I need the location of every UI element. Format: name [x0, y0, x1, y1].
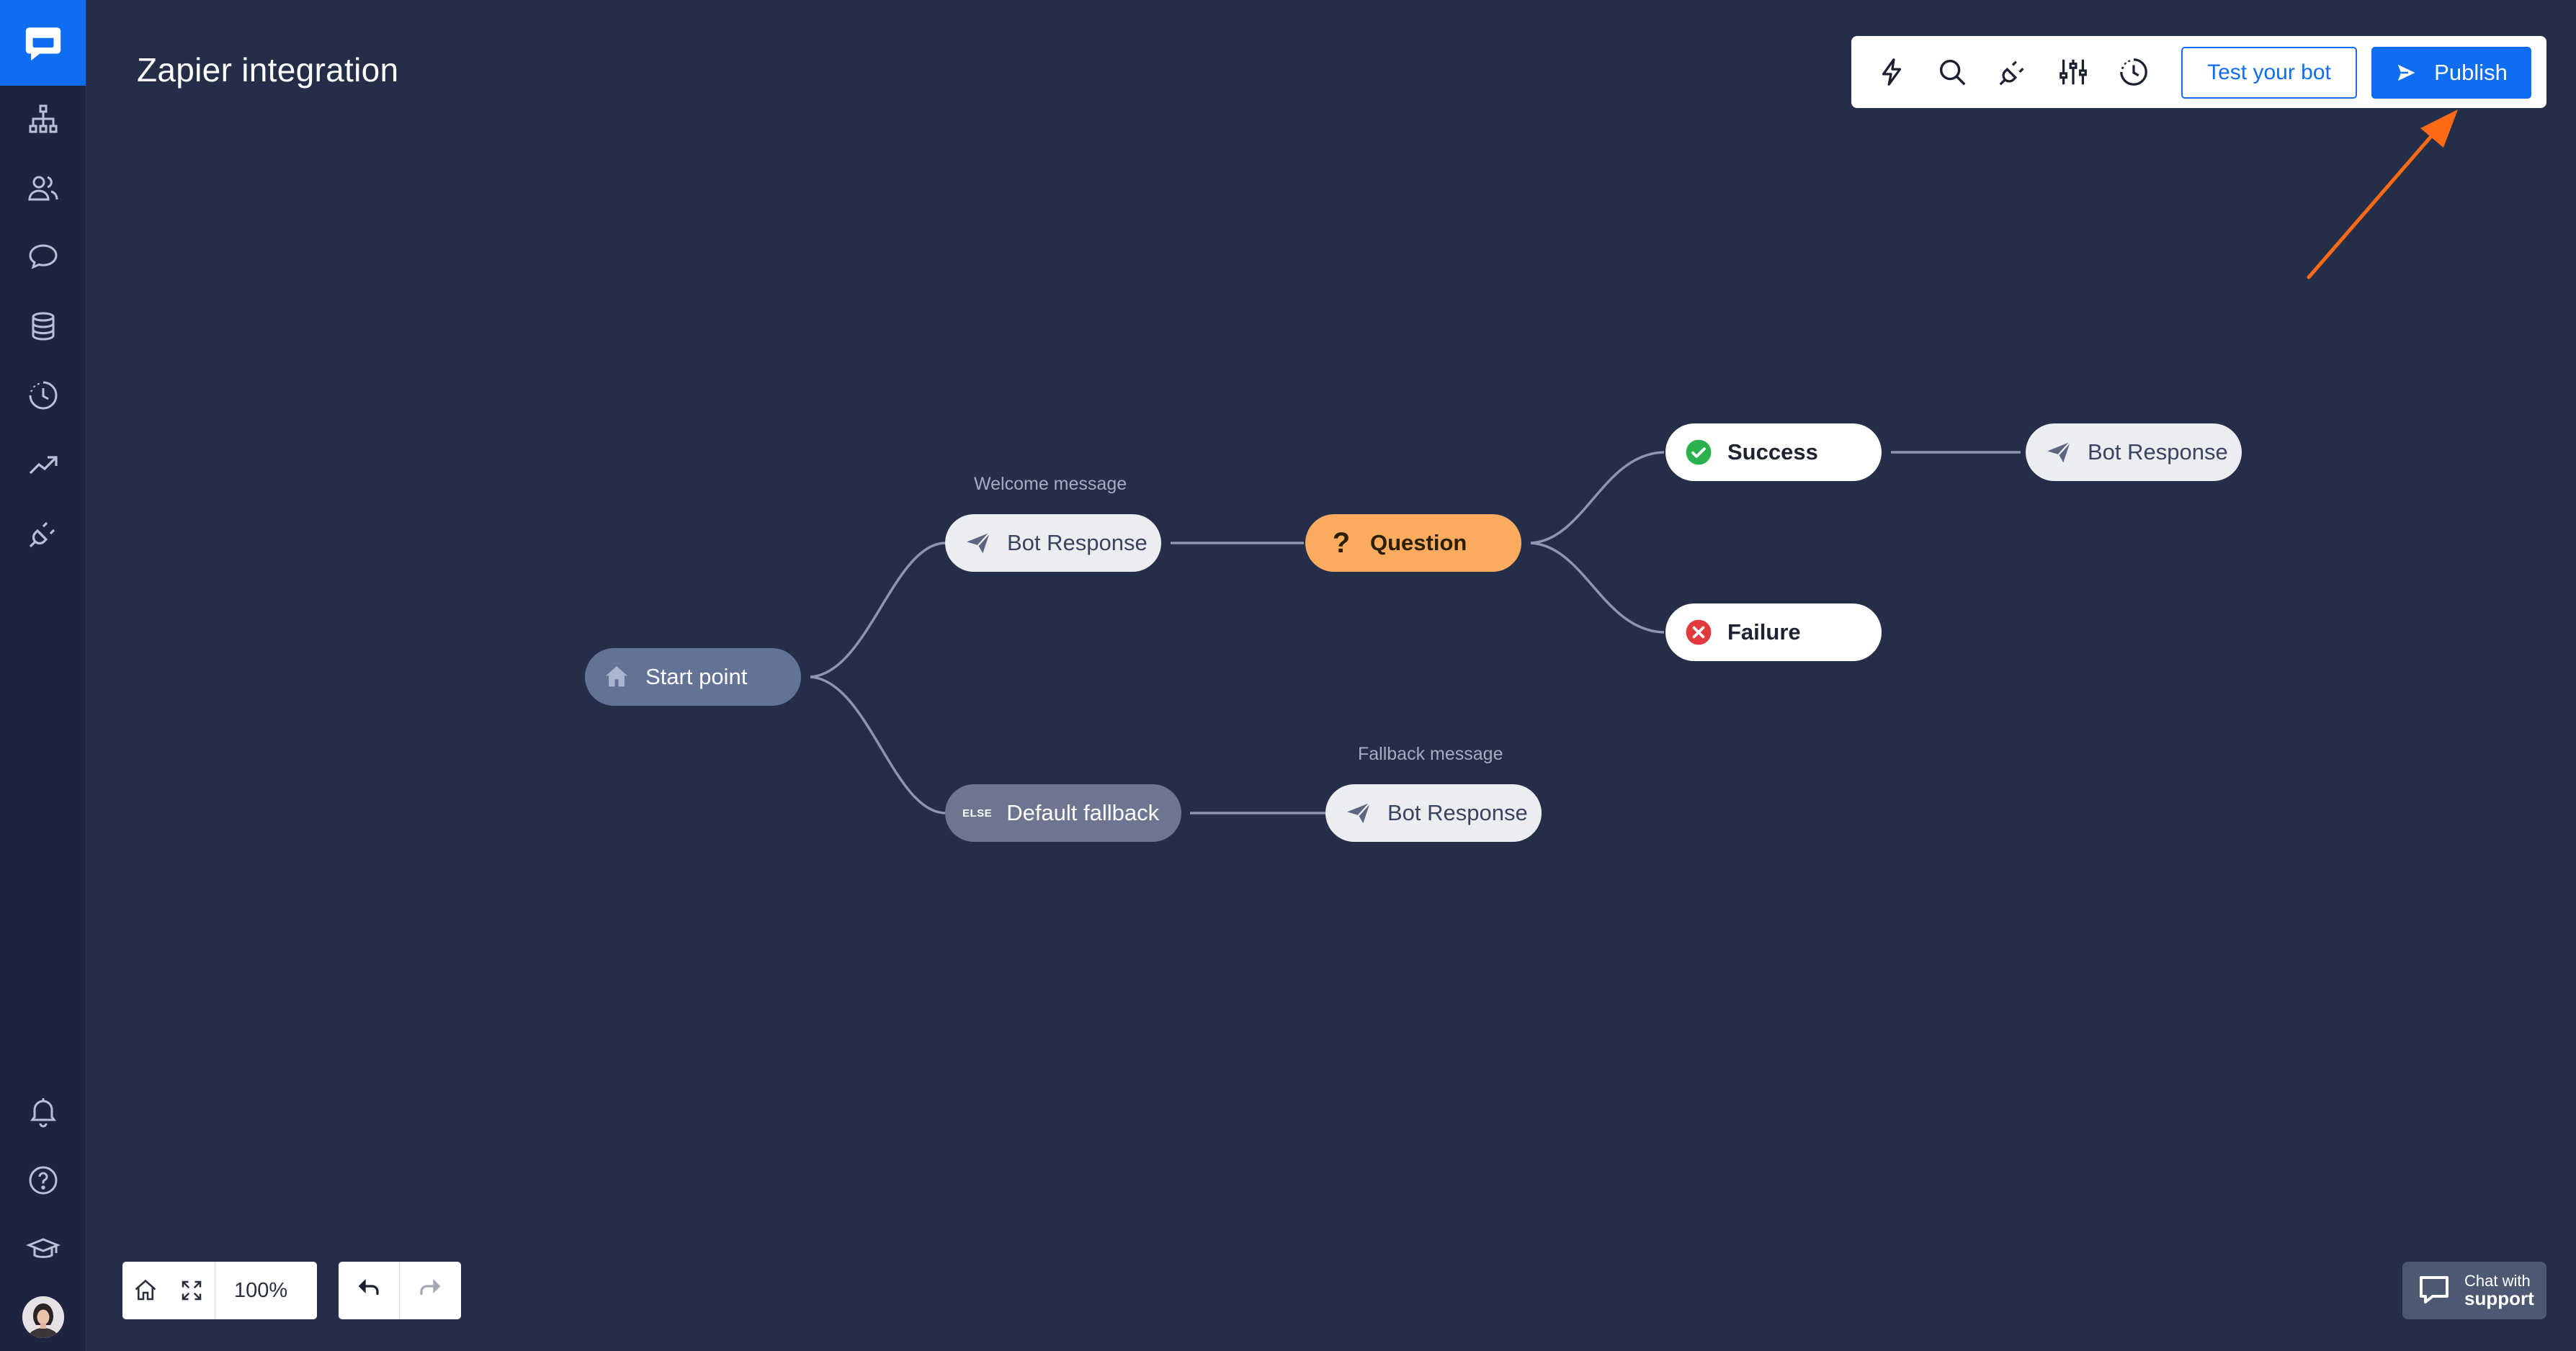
- annotation-arrow: [2307, 109, 2458, 279]
- plug-icon: [29, 521, 55, 548]
- node-question-label: Question: [1370, 530, 1467, 555]
- sidebar-item-data[interactable]: [21, 304, 66, 349]
- toolbar-triggers-button[interactable]: [1871, 52, 1912, 92]
- error-circle-icon: [1684, 618, 1713, 647]
- home-outline-icon: [135, 1279, 156, 1301]
- node-failure[interactable]: Failure: [1665, 603, 1882, 661]
- fit-view-button[interactable]: [169, 1262, 215, 1319]
- undo-button[interactable]: [339, 1262, 399, 1319]
- node-start-label: Start point: [645, 664, 748, 689]
- send-icon: [2044, 438, 2073, 467]
- expand-icon: [182, 1280, 202, 1301]
- welcome-message-label: Welcome message: [974, 474, 1127, 494]
- users-icon: [28, 176, 58, 201]
- history-clock-icon: [29, 381, 58, 410]
- chat-support-line1: Chat with: [2464, 1271, 2531, 1290]
- redo-button[interactable]: [400, 1262, 460, 1319]
- chat-bubble-icon: [29, 244, 58, 269]
- undo-icon: [358, 1279, 379, 1296]
- history-controls: [339, 1262, 461, 1319]
- sidebar-item-audience[interactable]: [21, 166, 66, 210]
- publish-label: Publish: [2434, 60, 2508, 85]
- publish-button[interactable]: Publish: [2371, 47, 2531, 99]
- toolbar: Test your bot Publish: [1851, 36, 2546, 108]
- fallback-message-label: Fallback message: [1358, 744, 1503, 764]
- sidebar-item-help[interactable]: [21, 1158, 66, 1203]
- node-failure-label: Failure: [1727, 619, 1801, 645]
- page-title: Zapier integration: [137, 51, 399, 89]
- else-tag: ELSE: [962, 807, 993, 820]
- sitemap-icon: [29, 104, 58, 133]
- send-icon: [964, 529, 993, 557]
- sidebar: [0, 0, 86, 1351]
- send-icon: [2397, 64, 2415, 81]
- test-your-bot-button[interactable]: Test your bot: [2181, 47, 2357, 99]
- node-success-bot-response[interactable]: Bot Response: [2026, 423, 2242, 481]
- sidebar-item-reports[interactable]: [21, 442, 66, 487]
- avatar-image: [22, 1296, 64, 1338]
- app-logo[interactable]: [0, 0, 86, 86]
- node-welcome-bot-response-label: Bot Response: [1007, 530, 1148, 555]
- question-icon: [29, 1166, 58, 1195]
- node-fallback-bot-response-label: Bot Response: [1387, 800, 1528, 825]
- sidebar-item-history[interactable]: [21, 373, 66, 418]
- node-welcome-bot-response[interactable]: Bot Response: [945, 514, 1161, 572]
- database-icon: [32, 312, 55, 341]
- question-mark-icon: ?: [1332, 526, 1351, 559]
- graduation-cap-icon: [26, 1238, 61, 1258]
- check-circle-icon: [1684, 438, 1713, 467]
- node-fallback-bot-response[interactable]: Bot Response: [1325, 784, 1542, 842]
- search-icon: [1939, 59, 1966, 86]
- sidebar-item-notifications[interactable]: [21, 1089, 66, 1134]
- node-success-label: Success: [1727, 439, 1818, 464]
- chat-support-text: Chat with support: [2464, 1273, 2534, 1309]
- home-view-button[interactable]: [122, 1262, 169, 1319]
- sidebar-item-chats[interactable]: [21, 235, 66, 279]
- toolbar-settings-button[interactable]: [2053, 52, 2093, 92]
- node-question[interactable]: ? Question: [1305, 514, 1521, 572]
- node-default-fallback-label: Default fallback: [1006, 800, 1160, 825]
- sidebar-item-flows[interactable]: [21, 96, 66, 141]
- redo-icon: [420, 1279, 441, 1296]
- lightning-icon: [1882, 58, 1902, 86]
- toolbar-integrations-button[interactable]: [1993, 52, 2033, 92]
- sidebar-item-integrations[interactable]: [21, 511, 66, 556]
- chat-support-line2: support: [2464, 1287, 2534, 1309]
- node-success-bot-response-label: Bot Response: [2088, 439, 2228, 464]
- view-controls: 100%: [122, 1262, 317, 1319]
- node-start-point[interactable]: Start point: [585, 648, 801, 706]
- bell-icon: [30, 1098, 56, 1128]
- plug-icon: [1999, 60, 2024, 86]
- toolbar-history-button[interactable]: [2114, 52, 2154, 92]
- sidebar-item-academy[interactable]: [21, 1227, 66, 1272]
- home-icon: [602, 663, 631, 691]
- node-default-fallback[interactable]: ELSE Default fallback: [945, 784, 1181, 842]
- history-clock-icon: [2120, 58, 2147, 86]
- zoom-level[interactable]: 100%: [215, 1262, 306, 1319]
- send-icon: [1344, 799, 1373, 827]
- node-success[interactable]: Success: [1665, 423, 1882, 481]
- chat-support-icon: [2420, 1276, 2448, 1303]
- chat-logo-icon: [25, 27, 61, 60]
- toolbar-search-button[interactable]: [1932, 52, 1972, 92]
- chat-with-support-button[interactable]: Chat with support: [2402, 1262, 2546, 1319]
- user-avatar[interactable]: [22, 1296, 64, 1338]
- sliders-icon: [2060, 59, 2087, 85]
- trend-icon: [29, 456, 58, 475]
